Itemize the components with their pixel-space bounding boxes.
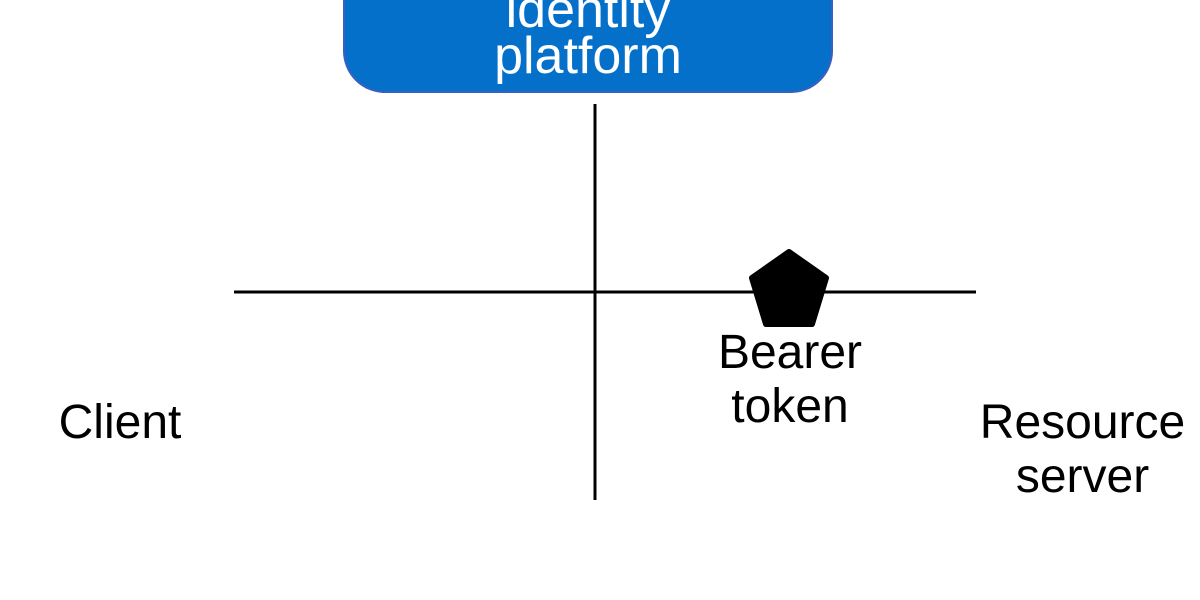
pentagon-token-icon: [749, 249, 829, 327]
resource-server-label-line1: Resource: [979, 396, 1186, 449]
bearer-token-label-line1: Bearer: [717, 326, 863, 379]
bearer-token-label-line2: token: [731, 380, 849, 433]
identity-platform-label-line2: platform: [494, 27, 682, 85]
client-label: Client: [58, 396, 182, 449]
resource-server-label: Resource server: [965, 396, 1200, 504]
identity-platform-label-line1: identity: [505, 0, 671, 39]
bearer-token-label: Bearer token: [690, 326, 890, 434]
resource-server-label-line2: server: [1015, 450, 1150, 503]
identity-platform-box: identity platform: [343, 0, 833, 93]
